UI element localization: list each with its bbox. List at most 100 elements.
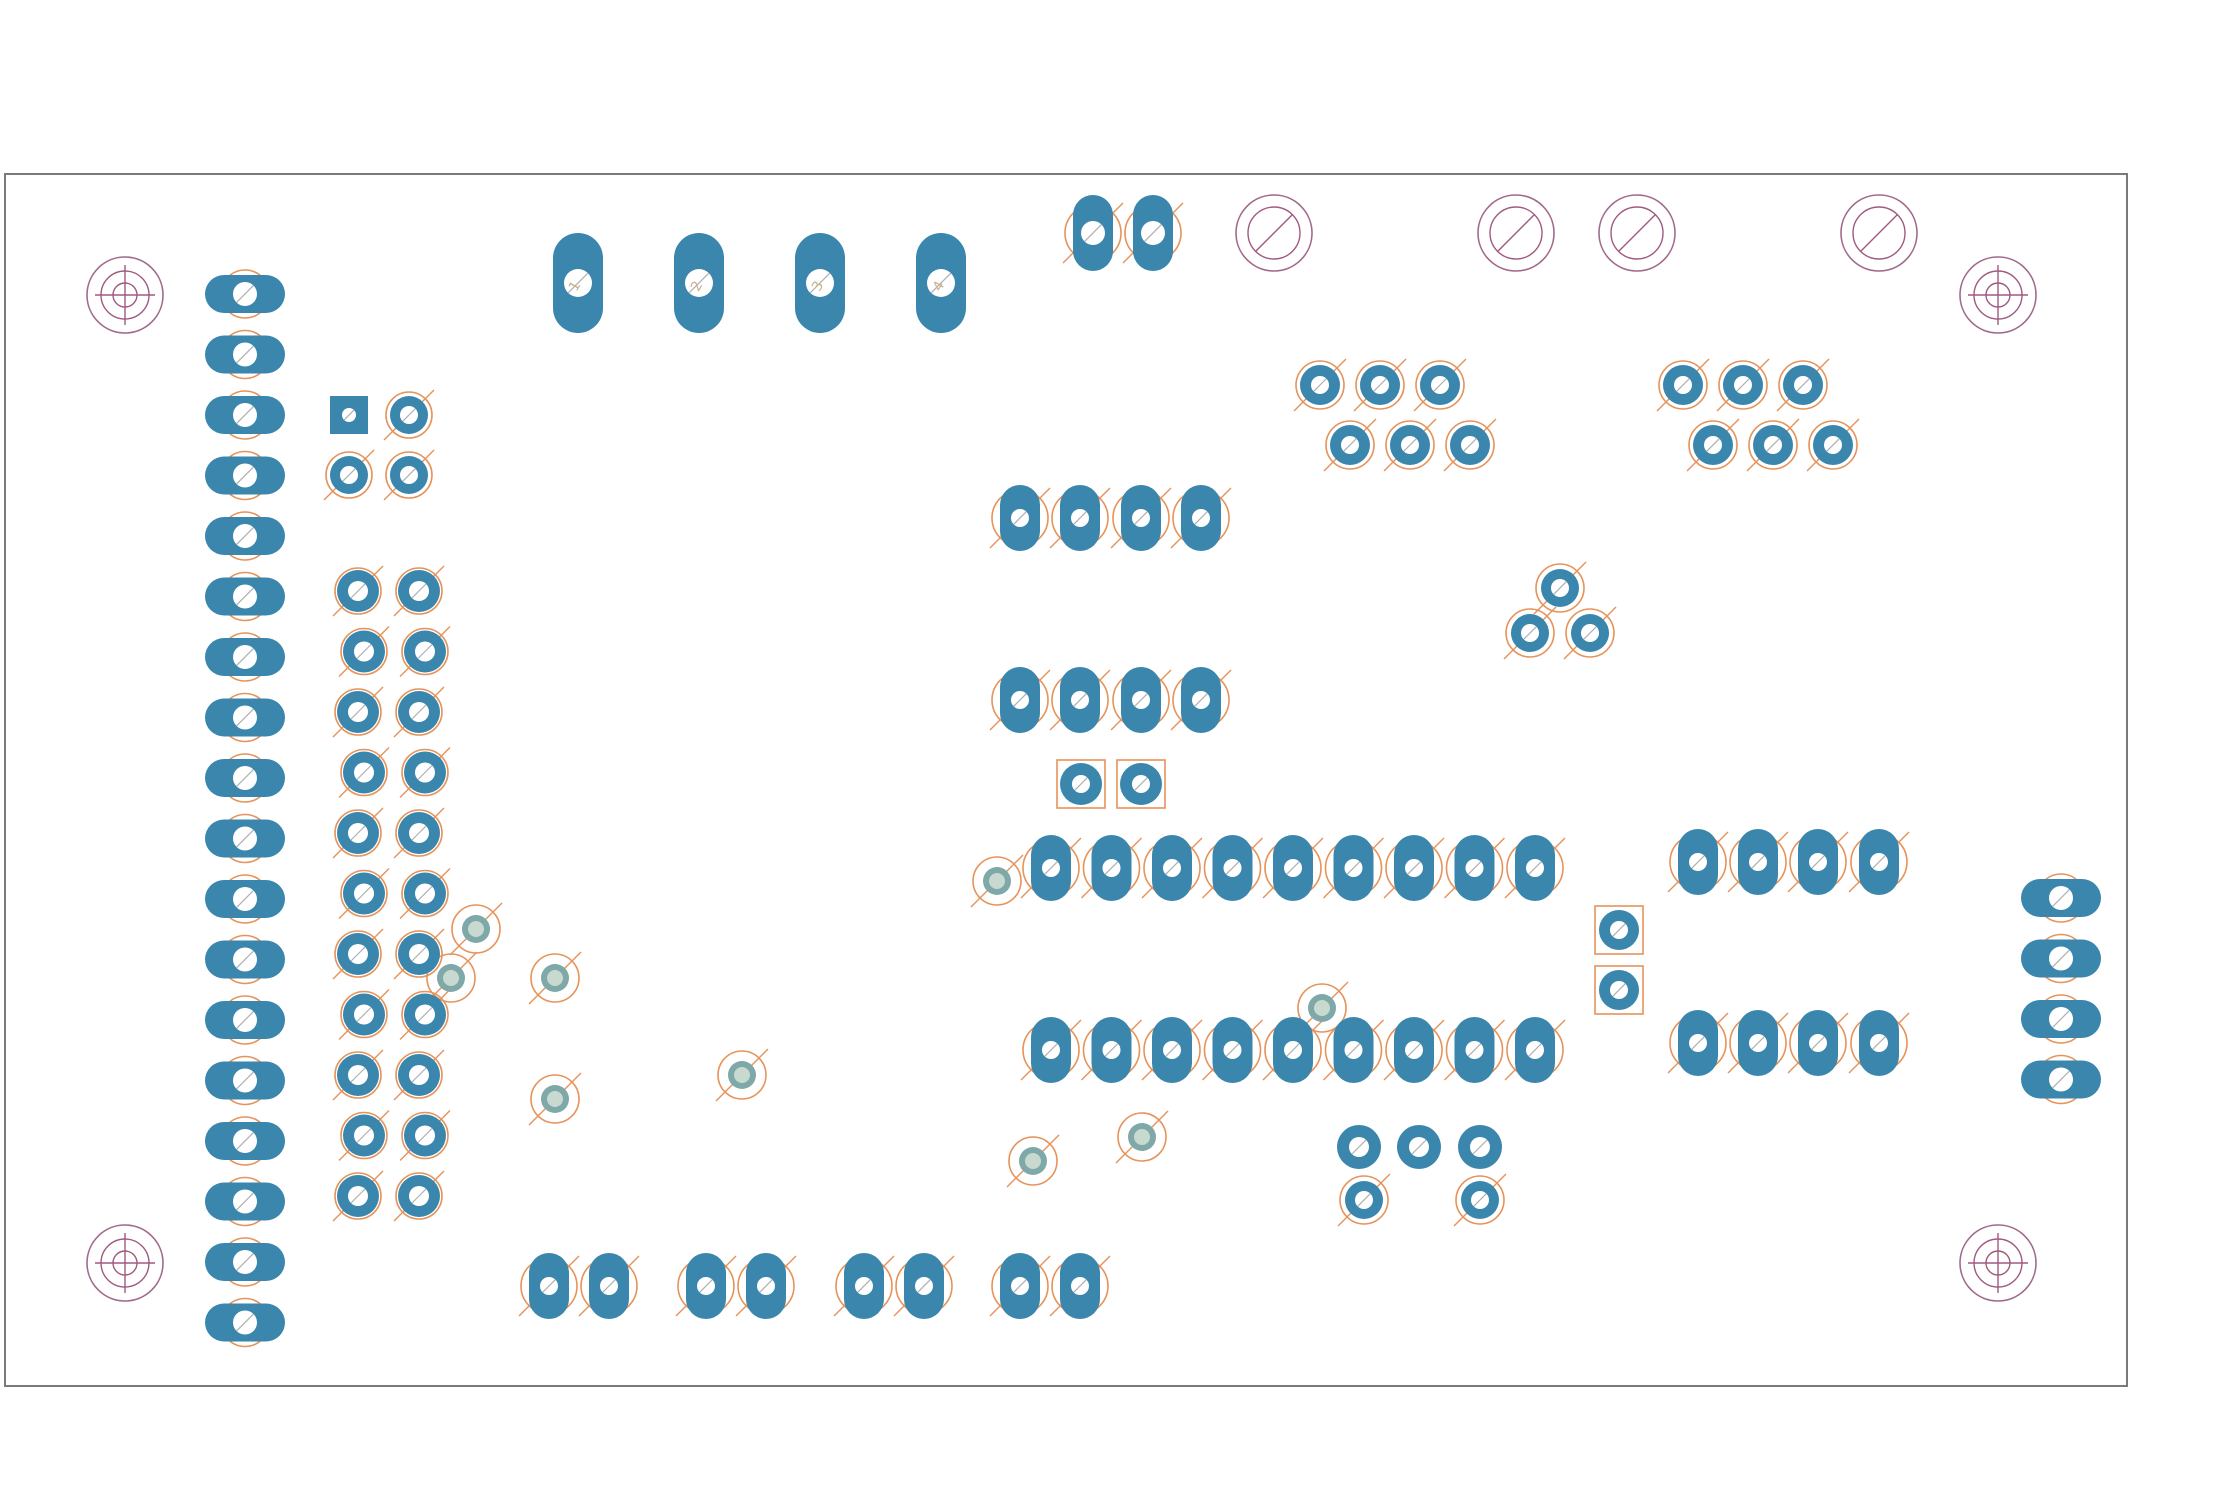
drill-mark xyxy=(1013,693,1027,707)
drill-mark xyxy=(343,409,355,421)
drill-mark xyxy=(350,946,366,962)
pad-silkscreen-ring xyxy=(1339,1175,1389,1225)
drill-mark xyxy=(857,1279,871,1293)
drill-mark xyxy=(1144,224,1162,242)
via-hole xyxy=(1314,1000,1330,1016)
drill-mark xyxy=(1676,378,1690,392)
drill-mark xyxy=(350,704,366,720)
mechanical-hole-ring xyxy=(1489,206,1543,260)
drill-mark xyxy=(356,765,372,780)
via-hole xyxy=(1025,1153,1041,1169)
drill-mark xyxy=(917,1279,931,1293)
drill-mark xyxy=(567,272,589,294)
mechanical-hole-icon xyxy=(1598,194,1676,272)
via-silkscreen-ring xyxy=(1117,1112,1167,1162)
pad-silkscreen-ring xyxy=(334,1051,382,1099)
mounting-hole-icon xyxy=(1959,256,2037,334)
drill-mark xyxy=(1691,1036,1705,1050)
via-silkscreen-ring xyxy=(717,1050,767,1100)
drill-mark xyxy=(1286,1043,1300,1057)
pad-silkscreen-ring xyxy=(1325,420,1375,470)
pad-silkscreen-ring xyxy=(1748,420,1798,470)
drill-mark xyxy=(1407,1043,1421,1057)
pad-silkscreen-ring xyxy=(1778,360,1828,410)
drill-mark xyxy=(1872,855,1886,869)
drill-mark xyxy=(1346,1043,1361,1057)
drill-mark xyxy=(1811,855,1825,869)
drill-mark xyxy=(356,886,372,901)
pad-silkscreen-ring xyxy=(334,930,382,978)
drill-mark xyxy=(236,769,254,787)
drill-mark xyxy=(411,1067,427,1083)
mechanical-hole-slash xyxy=(1497,214,1535,252)
pad-silkscreen-ring xyxy=(325,451,373,499)
mechanical-hole-slash xyxy=(1860,214,1898,252)
drill-mark xyxy=(1074,777,1088,791)
pad-silkscreen-ring xyxy=(340,1111,388,1160)
pad-silkscreen-ring xyxy=(385,391,433,439)
pad-silkscreen-ring xyxy=(334,567,382,615)
pad-silkscreen-ring xyxy=(401,990,449,1039)
drill-mark xyxy=(1073,511,1087,525)
drill-mark xyxy=(930,272,952,294)
drill-mark xyxy=(236,648,254,666)
pad-silkscreen-ring xyxy=(1445,420,1495,470)
drill-mark xyxy=(1473,1193,1487,1207)
via-silkscreen-ring xyxy=(972,856,1022,906)
pad-silkscreen-ring xyxy=(340,627,388,676)
pad-silkscreen-ring xyxy=(334,688,382,736)
pad-silkscreen-square xyxy=(1116,759,1166,809)
drill-mark xyxy=(236,1071,254,1090)
pad-silkscreen-ring xyxy=(401,869,449,918)
pad-silkscreen-ring xyxy=(340,748,388,797)
drill-mark xyxy=(1346,861,1361,875)
drill-mark xyxy=(1811,1036,1825,1050)
pad-silkscreen-ring xyxy=(1455,1175,1505,1225)
via-silkscreen-ring xyxy=(426,953,476,1003)
drill-mark xyxy=(1044,1043,1058,1057)
mechanical-hole-ring xyxy=(1247,206,1301,260)
drill-mark xyxy=(236,1011,254,1029)
drill-mark xyxy=(236,466,254,485)
drill-mark xyxy=(1357,1193,1371,1207)
drill-mark xyxy=(1528,861,1542,875)
drill-mark xyxy=(411,825,427,841)
mechanical-hole-ring xyxy=(1852,206,1906,260)
via-hole xyxy=(443,970,459,986)
drill-mark xyxy=(1691,855,1705,869)
drill-mark xyxy=(1044,861,1058,875)
drill-mark xyxy=(809,272,831,294)
via-hole xyxy=(1134,1129,1150,1145)
drill-mark xyxy=(1165,1043,1179,1057)
mechanical-hole-icon xyxy=(1235,194,1313,272)
drill-mark xyxy=(356,1128,372,1143)
pad-silkscreen-ring xyxy=(334,809,382,857)
pad-silkscreen-ring xyxy=(1808,420,1858,470)
drill-mark xyxy=(236,1192,254,1211)
drill-mark xyxy=(417,886,433,901)
drill-mark xyxy=(1225,1043,1240,1057)
board-outline xyxy=(4,173,2128,1387)
drill-mark xyxy=(699,1279,713,1293)
drill-mark xyxy=(417,644,433,659)
pad-silkscreen-ring xyxy=(1355,360,1405,410)
pad-silkscreen-ring xyxy=(340,869,388,918)
drill-mark xyxy=(1472,1139,1488,1155)
mechanical-hole-ring xyxy=(1610,206,1664,260)
drill-mark xyxy=(2052,1070,2070,1089)
via-hole xyxy=(989,873,1005,889)
pad-silkscreen-ring xyxy=(401,748,449,797)
via-hole xyxy=(547,970,563,986)
drill-mark xyxy=(402,408,416,422)
drill-mark xyxy=(1084,224,1102,242)
mounting-hole-icon xyxy=(86,256,164,334)
drill-mark xyxy=(236,1313,254,1332)
drill-mark xyxy=(1736,378,1750,392)
drill-mark xyxy=(236,829,254,848)
drill-mark xyxy=(1194,511,1208,525)
drill-mark xyxy=(1553,581,1567,595)
pad-silkscreen-ring xyxy=(401,627,449,676)
mounting-hole-icon xyxy=(86,1224,164,1302)
drill-mark xyxy=(1411,1139,1427,1155)
drill-mark xyxy=(1165,861,1179,875)
